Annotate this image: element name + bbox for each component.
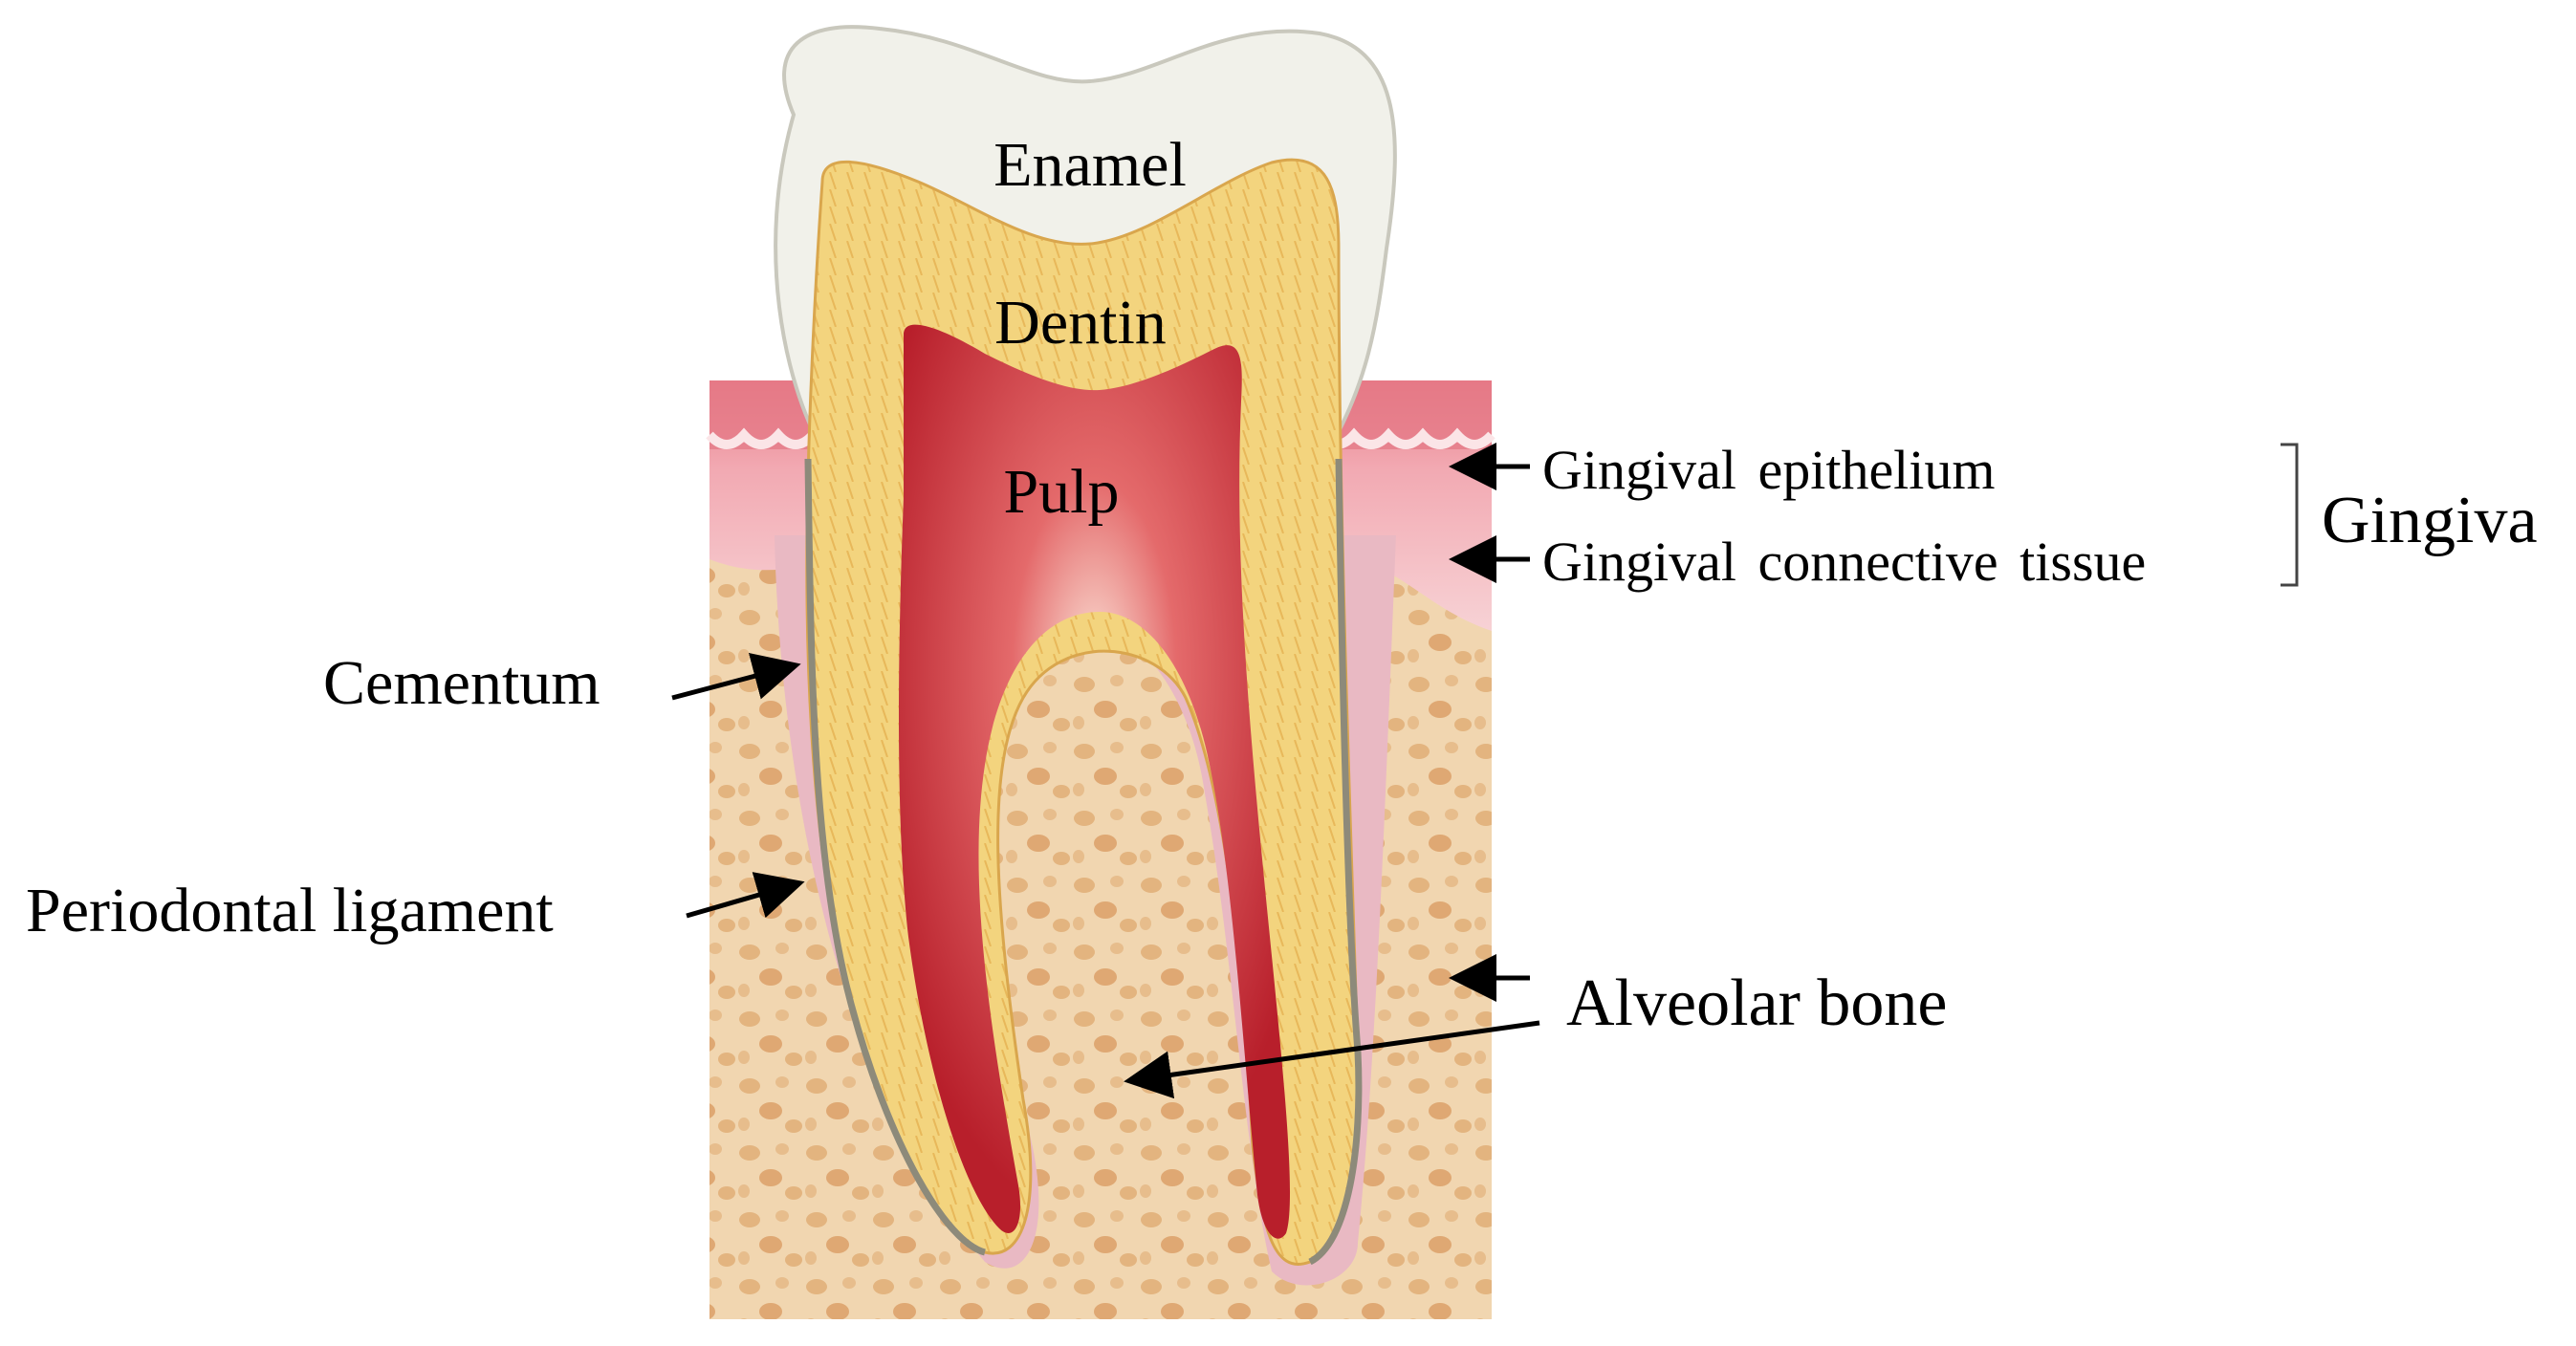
label-gingival-connective-tissue: Gingival connective tissue (1542, 531, 2147, 593)
label-periodontal-ligament: Periodontal ligament (26, 876, 554, 945)
cementum-layer (804, 458, 1363, 1266)
arrow-alveolar-bone-inner (1124, 1020, 1540, 1099)
label-alveolar-bone: Alveolar bone (1566, 966, 1948, 1040)
arrow-cementum (671, 653, 801, 701)
label-gingival-epithelium: Gingival epithelium (1542, 439, 1996, 501)
label-enamel: Enamel (993, 130, 1187, 200)
label-cementum: Cementum (323, 648, 600, 718)
label-dentin: Dentin (994, 288, 1167, 358)
label-gingiva: Gingiva (2322, 484, 2538, 557)
label-pulp: Pulp (1003, 457, 1120, 527)
pulp-chamber (899, 324, 1291, 1239)
gingiva-bracket (2281, 443, 2299, 587)
arrow-periodontal-ligament (686, 872, 805, 919)
